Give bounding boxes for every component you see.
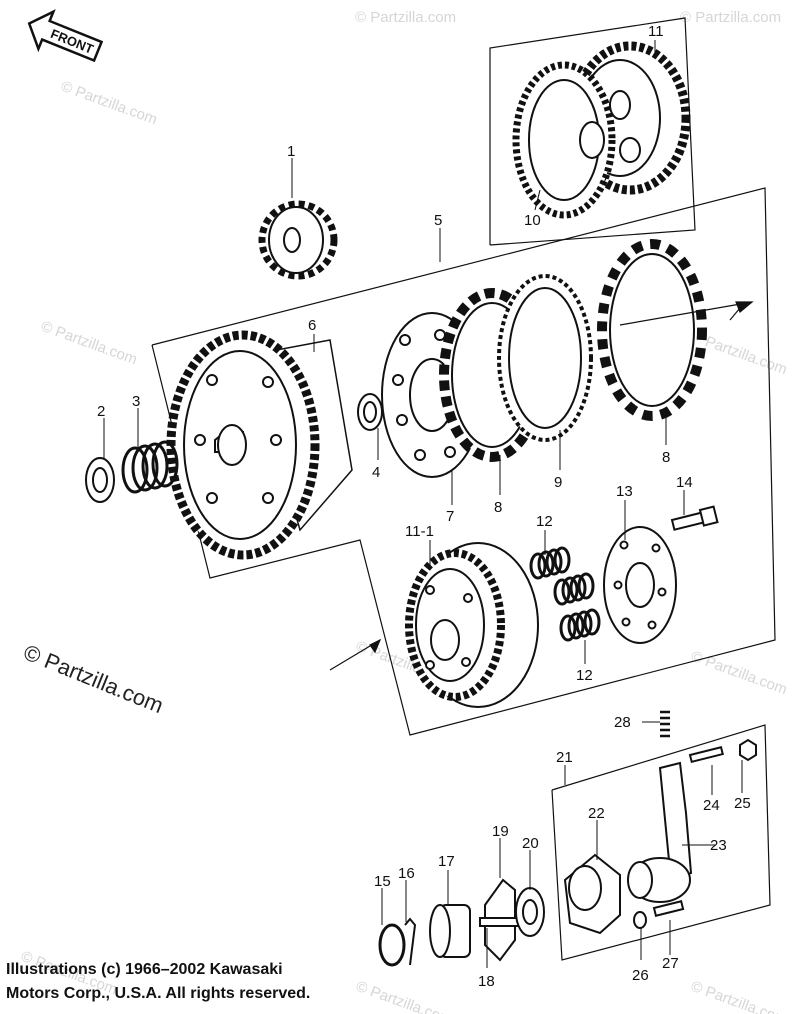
callout-24: 24	[703, 797, 720, 814]
part-12-springs	[529, 546, 601, 642]
callout-11-1: 11-1	[405, 523, 434, 540]
part-10-11-clutch-housing	[512, 41, 691, 219]
leader-lines	[103, 40, 743, 968]
watermark-text: © Partzilla.com	[59, 78, 160, 129]
callout-6: 6	[308, 317, 316, 334]
part-17-cylinder	[429, 904, 471, 958]
part-18-bolt	[479, 917, 521, 927]
callout-3: 3	[132, 393, 140, 410]
callout-26: 26	[632, 967, 649, 984]
copyright-notice: Illustrations (c) 1966–2002 Kawasaki Mot…	[6, 958, 426, 1006]
callout-25: 25	[734, 795, 751, 812]
callout-19: 19	[492, 823, 509, 840]
part-16-clip	[404, 917, 417, 966]
watermark-text: © Partzilla.com	[689, 978, 790, 1014]
callout-4: 4	[372, 464, 380, 481]
callout-12b: 12	[576, 667, 593, 684]
callout-15: 15	[374, 873, 391, 890]
part-28-spring	[660, 710, 670, 738]
part-25-nut	[739, 738, 757, 762]
spring	[559, 608, 601, 642]
part-11-1-clutch-hub	[405, 542, 539, 708]
boundary-10-11	[489, 17, 696, 246]
callout-11: 11	[648, 23, 664, 40]
group-boundaries	[151, 17, 776, 961]
part-23-lever	[627, 761, 693, 903]
part-22-housing	[563, 853, 621, 935]
callout-7: 7	[446, 508, 454, 525]
callout-8b: 8	[662, 449, 670, 466]
callout-27: 27	[662, 955, 679, 972]
part-15-ring	[378, 923, 406, 967]
part-4-washer	[357, 393, 383, 431]
callout-12a: 12	[536, 513, 553, 530]
part-13-spring-plate	[603, 526, 677, 644]
callout-14: 14	[676, 474, 693, 491]
callout-9: 9	[554, 474, 562, 491]
watermark-text: © Partzilla.com	[39, 318, 140, 369]
callout-17: 17	[438, 853, 455, 870]
watermark-text: © Partzilla.com	[680, 9, 781, 26]
part-1-gear	[258, 200, 338, 280]
boundary-21	[551, 724, 771, 961]
part-26-nut	[633, 911, 647, 929]
part-20-seal	[515, 887, 545, 937]
callout-20: 20	[522, 835, 539, 852]
front-arrow: FRONT	[27, 9, 104, 63]
callout-28: 28	[614, 714, 631, 731]
partzilla-watermark: © Partzilla.com	[20, 639, 167, 718]
callout-13: 13	[616, 483, 633, 500]
callout-5: 5	[434, 212, 442, 229]
callout-10: 10	[524, 212, 541, 229]
part-9-steel-plate	[497, 274, 593, 442]
part-3-spring	[121, 440, 179, 494]
watermark-text: © Partzilla.com	[689, 648, 790, 699]
copyright-line-2: Motors Corp., U.S.A. All rights reserved…	[6, 985, 311, 1002]
part-27-screw	[652, 900, 685, 917]
assembly-arrows	[329, 301, 754, 671]
callout-16: 16	[398, 865, 415, 882]
spring	[553, 572, 595, 606]
part-8-friction-plate	[597, 239, 707, 421]
callout-22: 22	[588, 805, 605, 822]
boundary-5	[151, 187, 776, 736]
copyright-line-1: Illustrations (c) 1966–2002 Kawasaki	[6, 961, 283, 978]
callout-numbers: 1 2 3 4 5 6 7 8 9 8 10 11 11-1 12 12 13 …	[97, 23, 751, 990]
callout-2: 2	[97, 403, 105, 420]
part-14-bolt	[670, 505, 719, 531]
spring	[529, 546, 571, 580]
part-6-clutch-drum	[166, 330, 353, 560]
callout-18: 18	[478, 973, 495, 990]
callout-1: 1	[287, 143, 295, 160]
callout-21: 21	[556, 749, 573, 766]
callout-8a: 8	[494, 499, 502, 516]
watermark-text: © Partzilla.com	[355, 9, 456, 26]
part-2-washer	[85, 457, 115, 503]
part-24-screw	[688, 746, 724, 764]
callout-23: 23	[710, 837, 727, 854]
